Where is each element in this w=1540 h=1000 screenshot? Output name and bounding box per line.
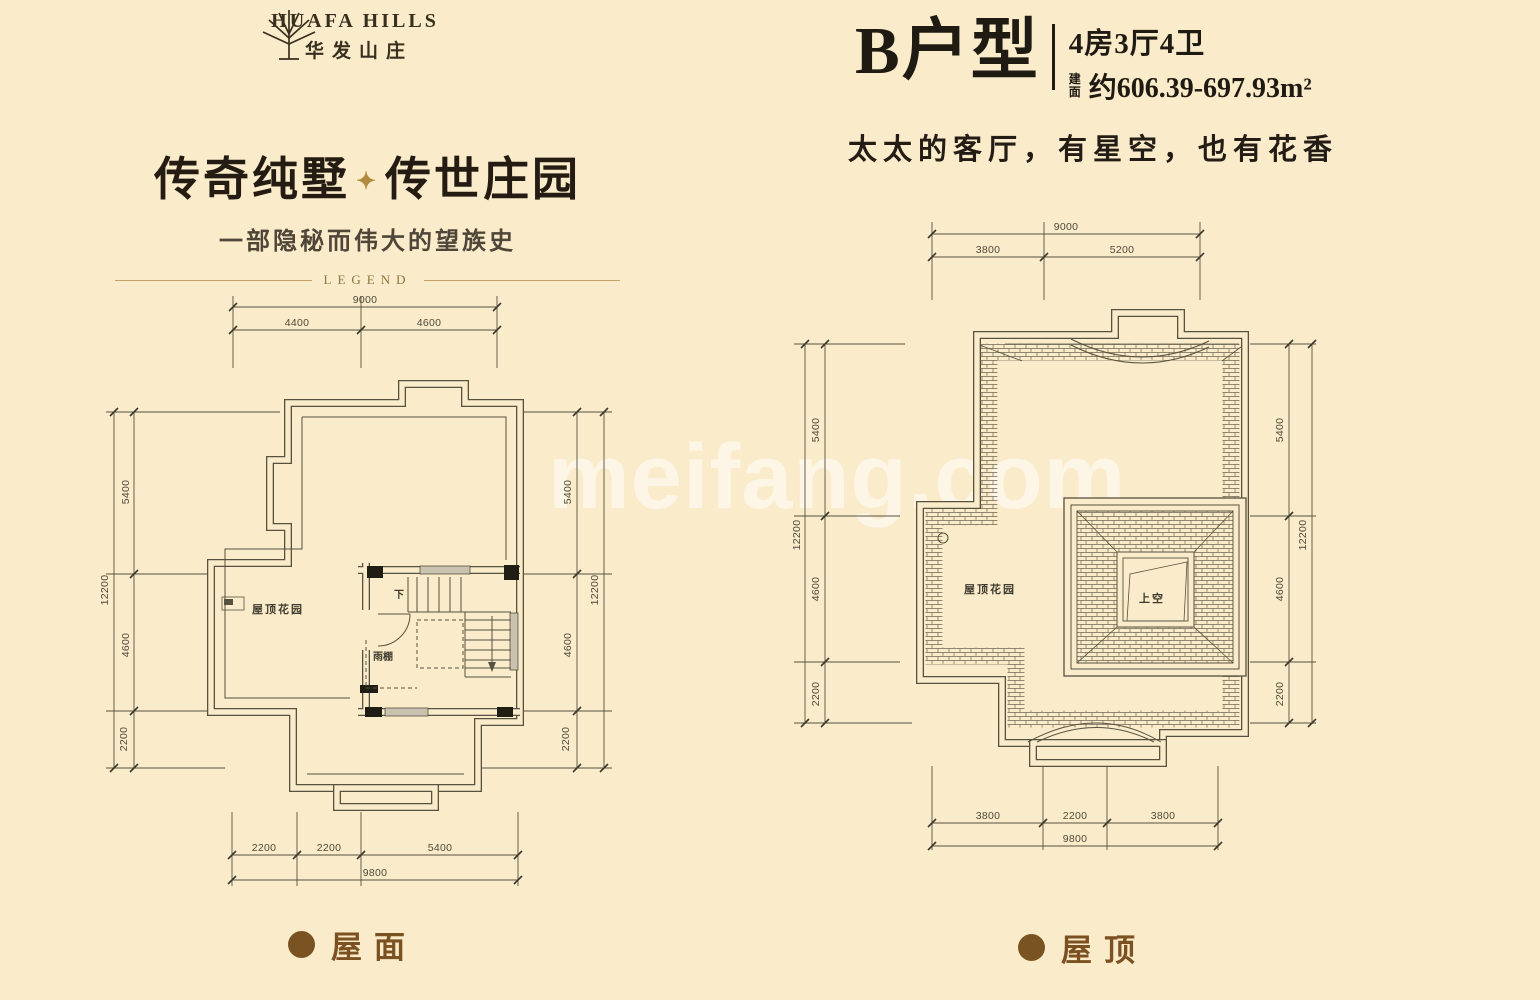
void-sketch-line: [1126, 561, 1188, 622]
title-divider: [1051, 24, 1055, 90]
window: [509, 612, 519, 671]
dimension-labels: 9000 4400 4600 2200 2200 5400 9800 12200…: [99, 294, 601, 879]
column: [365, 707, 382, 717]
dim-left-seg: 5400: [810, 418, 822, 443]
unit-area-label: 建面: [1068, 71, 1081, 99]
building-outline: [207, 380, 524, 811]
dim-bottom-seg: 2200: [252, 842, 277, 854]
arch-porch: [1027, 722, 1162, 743]
dim-bottom-seg: 3800: [1151, 810, 1176, 822]
dim-right-seg: 2200: [560, 727, 572, 752]
tagline-block: 传奇纯墅✦传世庄园 一部隐秘而伟大的望族史 LEGEND: [115, 143, 620, 288]
dim-top-seg: 4400: [285, 317, 310, 329]
dim-left-total: 12200: [791, 520, 803, 551]
dim-top-seg: 5200: [1110, 244, 1135, 256]
caption-rooftop: 屋顶: [1018, 925, 1147, 970]
unit-specs: 4房3厅4卫 建面 约606.39-697.93m²: [1069, 16, 1312, 106]
dim-right-seg: 4600: [1274, 577, 1286, 602]
window: [419, 565, 471, 575]
caption-label: 屋面: [331, 930, 417, 965]
dim-ticks: [109, 302, 609, 885]
unit-area: 建面 约606.39-697.93m²: [1069, 66, 1312, 106]
dim-left-seg: 5400: [120, 480, 132, 505]
dashed-box: [416, 619, 464, 669]
dim-right-seg: 5400: [1274, 418, 1286, 443]
unit-type-title: B户型: [855, 14, 1040, 88]
column: [360, 685, 378, 693]
subheadline: 一部隐秘而伟大的望族史: [219, 228, 516, 255]
drain-circle-icon: [937, 532, 949, 544]
dim-bottom-seg: 2200: [317, 842, 342, 854]
staircase: [407, 577, 511, 678]
unit-header: B户型 4房3厅4卫 建面 约606.39-697.93m²: [855, 16, 1312, 106]
stair-room: [357, 563, 520, 717]
dim-right-total: 12200: [1297, 520, 1309, 551]
headline: 传奇纯墅✦传世庄园: [115, 143, 620, 209]
dim-top-seg: 4600: [417, 317, 442, 329]
dim-right-seg: 5400: [562, 480, 574, 505]
dim-bottom-seg: 3800: [976, 810, 1001, 822]
floor-plan-rooftop: 上空 屋顶花园 9000 3800 5200 3800 2200 3800 98…: [791, 221, 1317, 851]
arrow-down-icon: [488, 662, 496, 672]
legend-label: LEGEND: [323, 272, 412, 287]
room-label-roof-garden: 屋顶花园: [964, 582, 1016, 596]
headline-left: 传奇纯墅: [153, 154, 350, 205]
brand-block: HUAFA HILLS 华发山庄: [245, 8, 465, 63]
dim-bottom-total: 9800: [1063, 833, 1088, 845]
room-label-roof-garden: 屋顶花园: [252, 602, 304, 616]
dim-top-seg: 3800: [976, 244, 1001, 256]
dim-left-seg: 4600: [120, 633, 132, 658]
tree-icon: [262, 10, 316, 60]
dim-right-total: 12200: [589, 575, 601, 606]
dim-left-seg: 2200: [118, 727, 130, 752]
building-outline: [916, 309, 1249, 767]
dim-bottom-total: 9800: [363, 867, 388, 879]
window: [384, 707, 429, 717]
unit-rooms-spec: 4房3厅4卫: [1068, 28, 1206, 60]
legend-rule-right: [423, 279, 620, 281]
column: [497, 707, 513, 717]
caption-roof-surface: 屋面: [288, 922, 417, 967]
column: [504, 565, 519, 580]
inner-wall-lines: [224, 416, 507, 775]
headline-right: 传世庄园: [385, 154, 582, 205]
dim-left-seg: 4600: [810, 577, 822, 602]
stairs-down-label: 下: [394, 589, 404, 601]
legend-row: LEGEND: [115, 272, 620, 288]
unit-area-value: 约606.39-697.93m²: [1088, 73, 1312, 104]
legend-rule-left: [115, 279, 312, 281]
column: [367, 566, 383, 578]
room-label-void: 上空: [1139, 591, 1165, 605]
hip-roof: 上空: [1063, 497, 1247, 677]
dim-left-total: 12200: [99, 575, 111, 606]
dim-top-total: 9000: [1054, 221, 1079, 233]
bullet-circle-icon: [288, 931, 315, 958]
dim-bottom-seg: 5400: [428, 842, 453, 854]
dim-ticks: [800, 229, 1317, 851]
dimension-labels: 9000 3800 5200 3800 2200 3800 9800 12200…: [791, 221, 1309, 845]
floor-plan-roof-surface: 屋顶花园 雨棚 下 9000 4400 4600 2200 2200 5400 …: [99, 294, 612, 886]
drain-icon: [221, 596, 245, 611]
door: [377, 613, 411, 647]
dim-right-seg: 2200: [1274, 682, 1286, 707]
dim-lines: [794, 222, 1316, 850]
brand-name-cn: 华发山庄: [304, 41, 413, 62]
dim-lines: [106, 296, 612, 886]
curved-roof: [1070, 338, 1210, 364]
dim-bottom-seg: 2200: [1063, 810, 1088, 822]
diamond-ornament-icon: ✦: [355, 169, 380, 195]
dim-top-total: 9000: [353, 294, 378, 306]
unit-slogan: 太太的客厅，有星空，也有花香: [848, 134, 1339, 166]
caption-label: 屋顶: [1061, 933, 1147, 968]
room-label-rain-canopy: 雨棚: [373, 650, 393, 663]
dim-left-seg: 2200: [810, 682, 822, 707]
brand-name-en: HUAFA HILLS: [271, 10, 439, 32]
dim-right-seg: 4600: [562, 633, 574, 658]
bullet-circle-icon: [1018, 934, 1045, 961]
dashed-lines: [365, 640, 417, 689]
